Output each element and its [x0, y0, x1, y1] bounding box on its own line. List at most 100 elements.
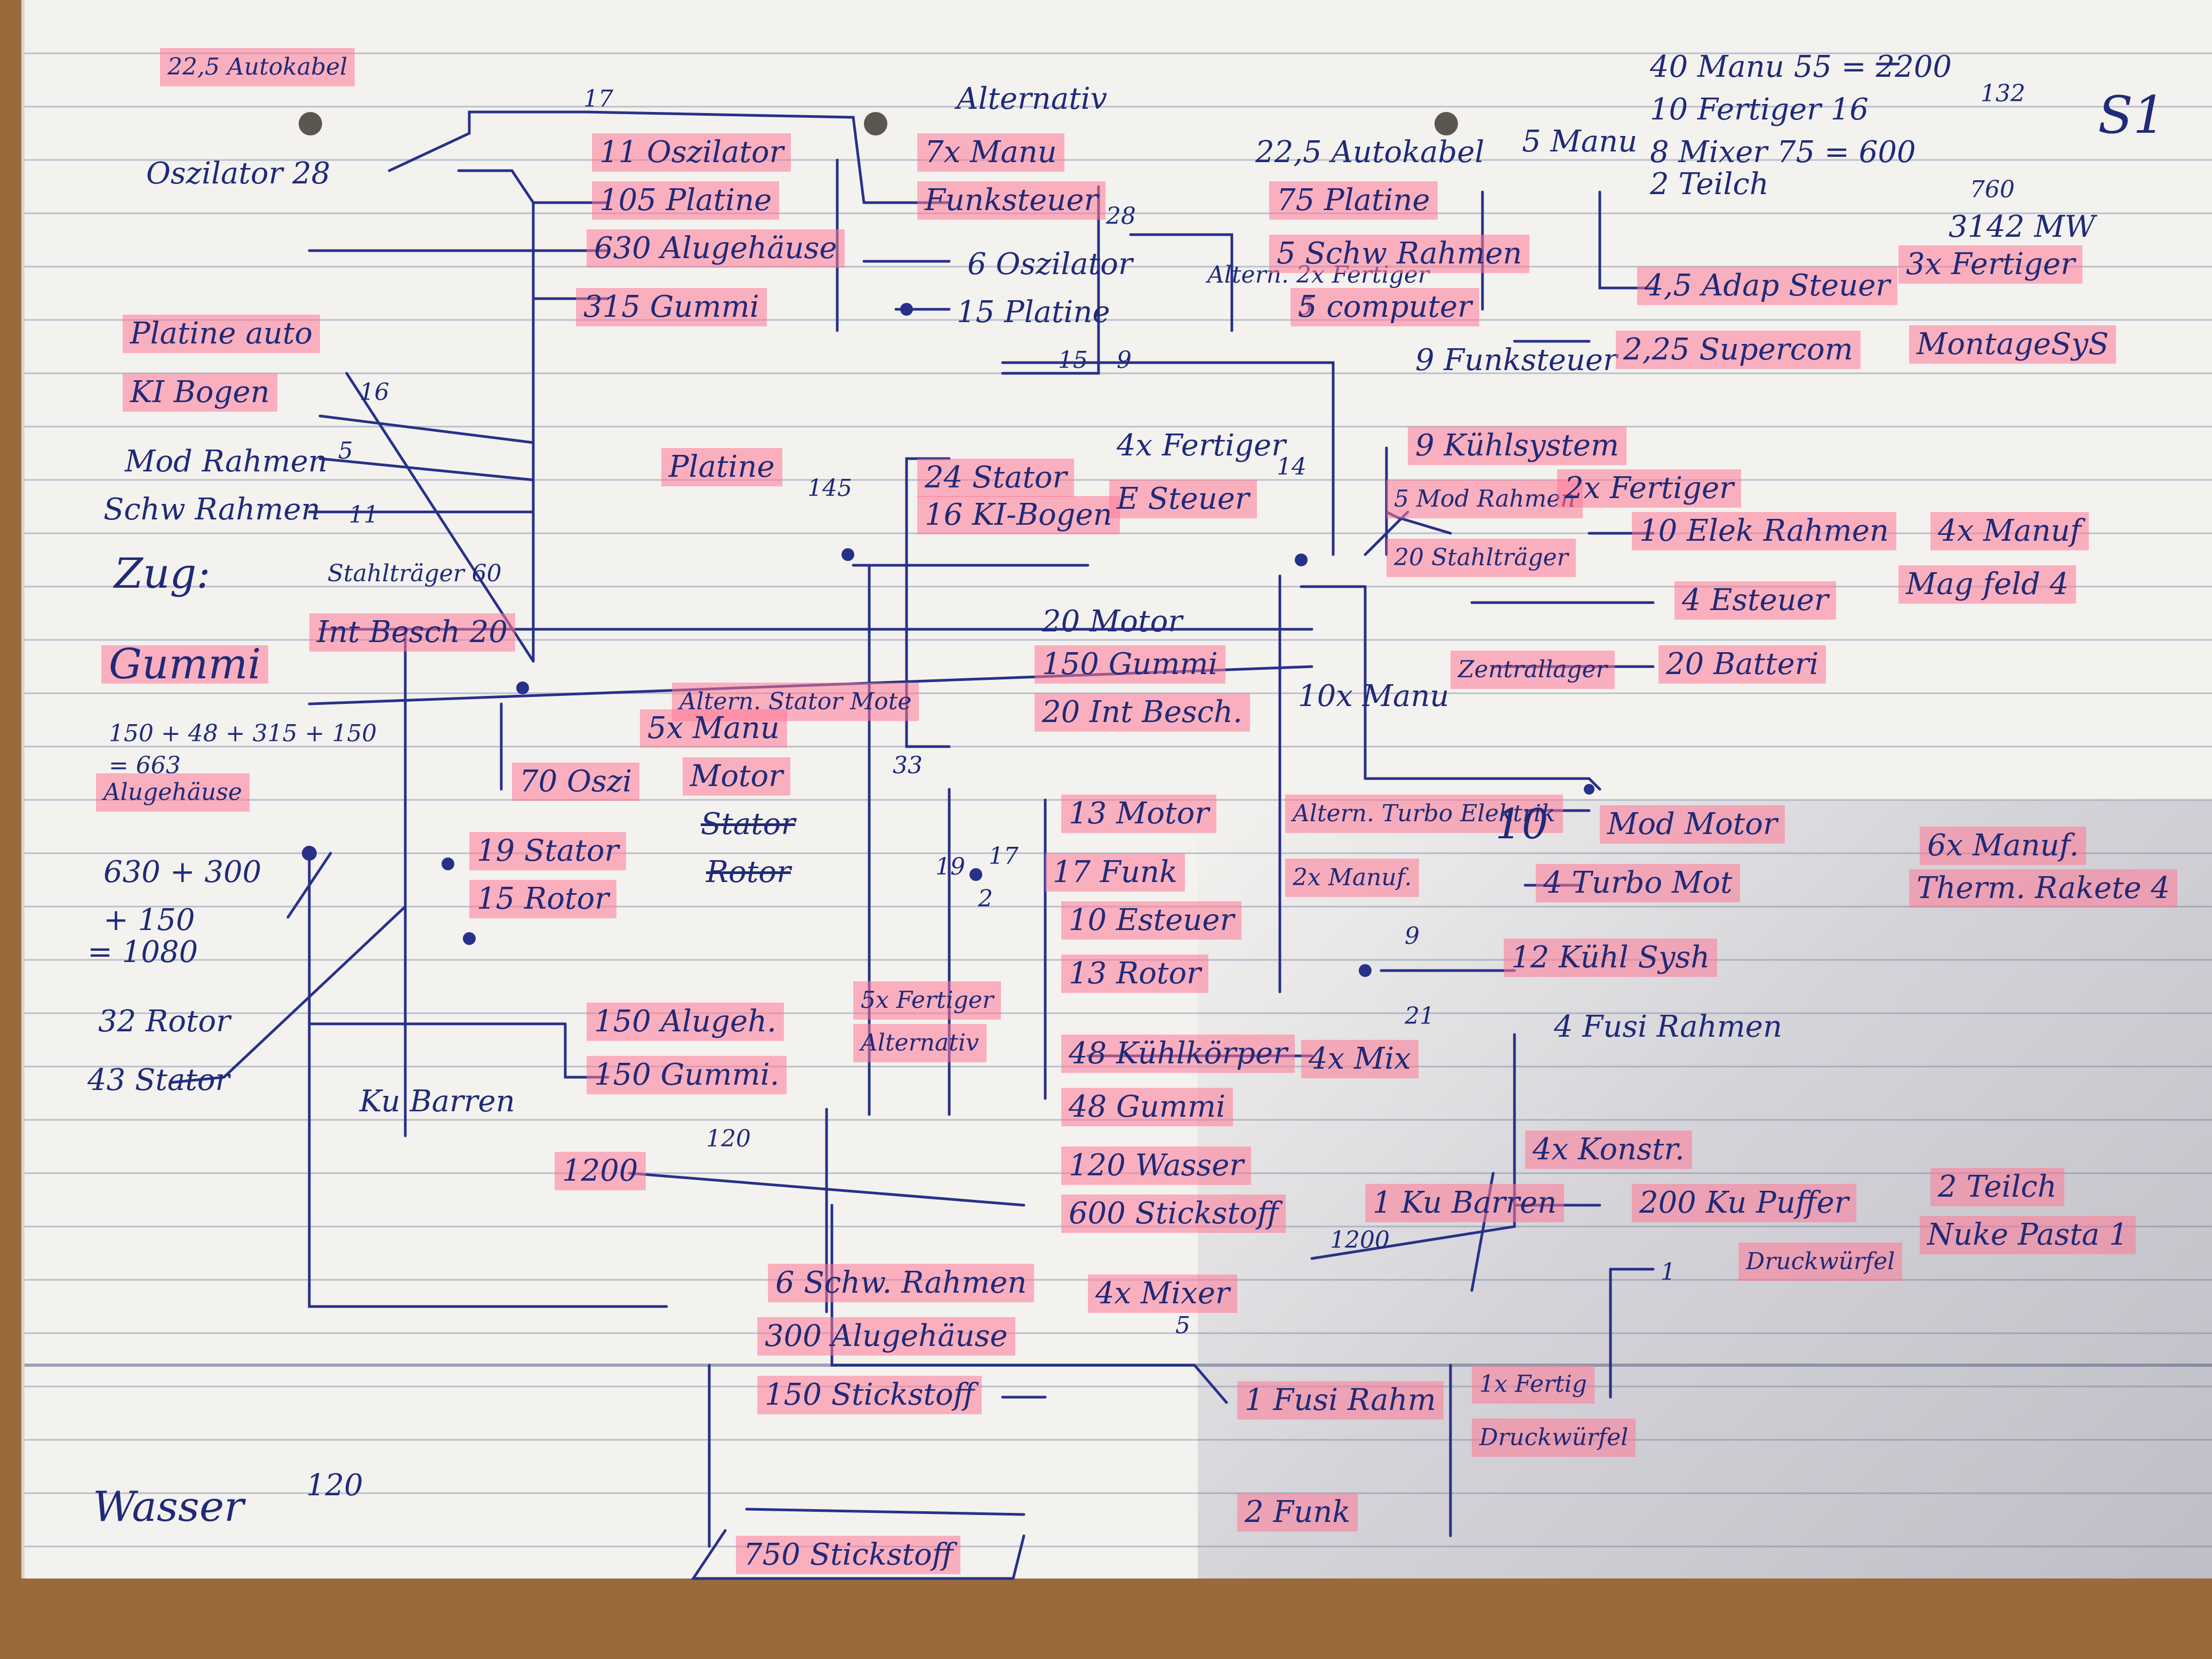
value-120: 120 [706, 1125, 751, 1152]
node-fusi-rahmen-4: 4 Fusi Rahmen [1554, 1009, 1783, 1044]
node-rotor-15: 15 Rotor [469, 880, 616, 918]
node-wasser-120: 120 Wasser [1061, 1147, 1252, 1185]
node-altern-stator: Altern. Stator Mote [672, 683, 919, 721]
node-manu-5: 5 Manu [1522, 124, 1638, 159]
summary-row-fertiger: 10 Fertiger 16 [1650, 92, 1869, 127]
node-manu-5x: 5x Manu [640, 709, 787, 748]
binder-hole [864, 112, 887, 135]
node-teilch-2: 2 Teilch [1930, 1168, 2064, 1206]
node-mix-4x: 4x Mix [1301, 1040, 1418, 1078]
note-gummi: Gummi [101, 644, 269, 685]
node-fertiger-3x: 3x Fertiger [1898, 245, 2082, 284]
value-9: 9 [1117, 347, 1132, 374]
node-computer-5: 5 computer [1291, 288, 1479, 326]
note-autokabel: 22,5 Autokabel [160, 48, 355, 86]
node-schw-rahmen-5: 5 Schw Rahmen [1269, 235, 1530, 273]
node-schw-rahmen-6: 6 Schw. Rahmen [768, 1264, 1035, 1302]
note-sum1-a: 150 + 48 + 315 + 150 [109, 720, 377, 747]
node-gummi-150b: 150 Gummi [1035, 645, 1225, 684]
node-kuehlkoerper-48: 48 Kühlkörper [1061, 1035, 1295, 1073]
node-supercom: 2,25 Supercom [1616, 331, 1861, 369]
node-oszi-70: 70 Oszi [512, 763, 640, 801]
node-oszilator-11: 11 Oszilator [592, 133, 791, 172]
value-wasser-120: 120 [306, 1468, 363, 1503]
input-platine-auto: Platine auto [123, 315, 320, 353]
summary-value-760: 760 [1970, 176, 2015, 203]
note-stator43: 43 Stator [87, 1063, 230, 1097]
node-motor-13: 13 Motor [1061, 795, 1217, 833]
node-altern-turbo: Altern. Turbo Elektrik [1285, 795, 1563, 833]
value-mod-5: 5 [338, 437, 353, 464]
node-platine-105: 105 Platine [592, 181, 780, 220]
node-manuf-2x: 2x Manuf. [1285, 859, 1420, 897]
summary-row-teilch: 2 Teilch [1650, 167, 1769, 202]
node-funksteuer: Funksteuer [917, 181, 1106, 220]
node-autokabel-225: 22,5 Autokabel [1255, 135, 1485, 170]
node-konstr-4x: 4x Konstr. [1525, 1131, 1692, 1169]
value-15: 15 [1058, 347, 1088, 374]
node-gummi-48: 48 Gummi [1061, 1088, 1233, 1126]
node-manu-7x: 7x Manu [917, 133, 1064, 172]
node-turbo-mot-4: 4 Turbo Mot [1536, 864, 1740, 902]
node-manuf-6x: 6x Manuf. [1920, 827, 2087, 865]
value-33: 33 [893, 752, 923, 779]
summary-row-manu: 40 Manu 55 = 2200 [1650, 50, 1952, 84]
node-mod-rahmen-5: 5 Mod Rahmen [1386, 480, 1583, 518]
node-ki-bogen-16: 16 KI-Bogen [917, 496, 1120, 534]
note-sum1-c: Alugehäuse [96, 773, 250, 812]
node-funk-17: 17 Funk [1045, 853, 1185, 892]
node-fertig-1x: 1x Fertig [1472, 1365, 1594, 1404]
value-19: 19 [935, 853, 965, 880]
value-1200: 1200 [555, 1152, 646, 1190]
node-adap-steuer: 4,5 Adap Steuer [1637, 267, 1898, 305]
node-magfeld-4: Mag feld 4 [1898, 565, 2077, 604]
value-21: 21 [1405, 1003, 1434, 1030]
node-stator-19: 19 Stator [469, 832, 627, 870]
value-schw-11: 11 [349, 501, 379, 528]
note-zug: Zug: [114, 550, 211, 598]
node-stator-24: 24 Stator [917, 459, 1075, 497]
node-platine-15: 15 Platine [957, 295, 1110, 330]
node-stickstoff-750: 750 Stickstoff [736, 1536, 961, 1574]
note-kubarren: Ku Barren [359, 1084, 515, 1119]
value-1200b: 1200 [1330, 1227, 1390, 1254]
node-manuf-4x: 4x Manuf [1930, 512, 2089, 550]
value-17: 17 [583, 85, 613, 113]
node-fertiger-5x: 5x Fertiger [853, 981, 1001, 1020]
input-schw-rahmen: Schw Rahmen [103, 492, 320, 527]
node-rotor-13: 13 Rotor [1061, 955, 1208, 993]
input-ki-bogen: KI Bogen [123, 373, 277, 412]
node-platine: Platine [661, 448, 782, 486]
node-motor-20: 20 Motor [1042, 604, 1183, 639]
node-druckwuerfel: Druckwürfel [1472, 1418, 1636, 1457]
summary-value-132: 132 [1981, 80, 2025, 107]
value-1: 1 [1661, 1259, 1676, 1286]
input-mod-rahmen: Mod Rahmen [125, 444, 327, 479]
node-batteri-20: 20 Batteri [1658, 645, 1826, 684]
node-mixer-4x: 4x Mixer [1088, 1275, 1237, 1313]
input-stahltraeger: Stahlträger 60 [327, 560, 502, 587]
node-therm-rakete: Therm. Rakete 4 [1909, 869, 2178, 908]
node-esteuer-4: 4 Esteuer [1674, 581, 1836, 620]
binder-hole [1434, 112, 1458, 135]
node-rotor-struck: Rotor [706, 855, 791, 889]
node-esteuer: E Steuer [1109, 480, 1257, 518]
note-rotor32: 32 Rotor [98, 1004, 230, 1039]
node-fertiger-4x: 4x Fertiger [1117, 428, 1286, 463]
node-esteuer-10: 10 Esteuer [1061, 901, 1242, 940]
input-int-besch: Int Besch 20 [309, 613, 516, 652]
summary-total-mw: 3142 MW [1949, 210, 2096, 244]
note-sum2-c: = 1080 [87, 935, 198, 969]
node-int-besch-20: 20 Int Besch. [1035, 693, 1250, 732]
node-funk-2: 2 Funk [1237, 1493, 1358, 1532]
node-kubarren-1: 1 Ku Barren [1365, 1184, 1565, 1222]
node-montagesys: MontageSyS [1909, 325, 2117, 364]
node-gummi-150: 150 Gummi. [587, 1056, 787, 1094]
node-zentrallager: Zentrallager [1450, 651, 1615, 689]
value-ki-16: 16 [359, 379, 389, 406]
input-wasser: Wasser [93, 1483, 244, 1531]
value-5b: 5 [1175, 1312, 1190, 1339]
node-mod-motor: Mod Motor [1600, 805, 1785, 844]
node-kuehl-sysh-12: 12 Kühl Sysh [1504, 939, 1718, 977]
node-alternativ: Alternativ [957, 82, 1108, 116]
